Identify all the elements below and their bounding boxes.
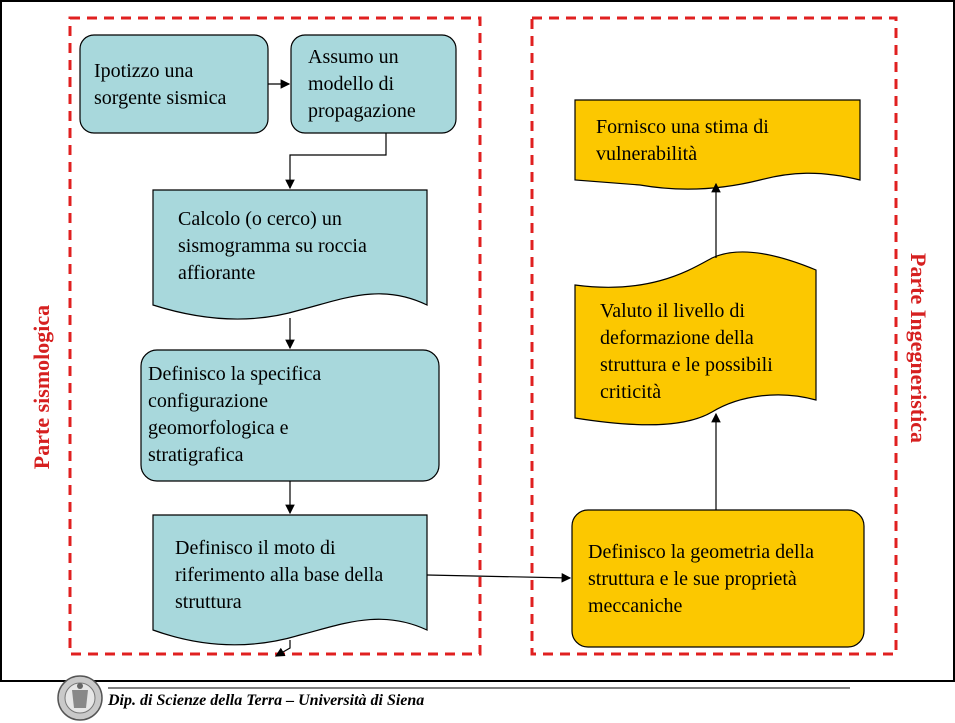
- node-8-text: Fornisco una stima di vulnerabilità: [596, 116, 769, 165]
- node-5-text: Definisco il moto di riferimento alla ba…: [175, 536, 384, 613]
- node-3-text: Calcolo (o cerco) un sismogramma su rocc…: [178, 207, 367, 284]
- engineering-section-label: Parte Ingegneristica: [906, 253, 931, 443]
- node-7-shape: [574, 251, 817, 426]
- university-seal-icon: [57, 675, 103, 721]
- node-1-text: Ipotizzo una sorgente sismica: [94, 60, 227, 109]
- node-8-shape: [574, 99, 861, 190]
- arrow-n5-n6: [426, 573, 572, 583]
- node-2-shape: [290, 34, 457, 134]
- node-3-shape: [152, 189, 428, 320]
- node-4-text: Definisco la specifica configurazione ge…: [148, 363, 322, 466]
- node-6-text: Definisco la geometria della struttura e…: [588, 540, 815, 617]
- node-2-text: Assumo un modello di propagazione: [308, 45, 416, 122]
- engineering-section-frame: [530, 16, 898, 656]
- slide-border: [0, 0, 955, 682]
- node-5-shape: [152, 514, 428, 646]
- node-6-shape: [571, 509, 865, 648]
- arrow-bottom-stub: [274, 640, 291, 657]
- node-7-text: Valuto il livello di deformazione della …: [600, 300, 773, 403]
- seismology-section-label: Parte sismologica: [29, 304, 54, 470]
- arrow-n2-n3: [285, 133, 387, 190]
- footer-institution: Dip. di Scienze della Terra – Università…: [108, 692, 425, 709]
